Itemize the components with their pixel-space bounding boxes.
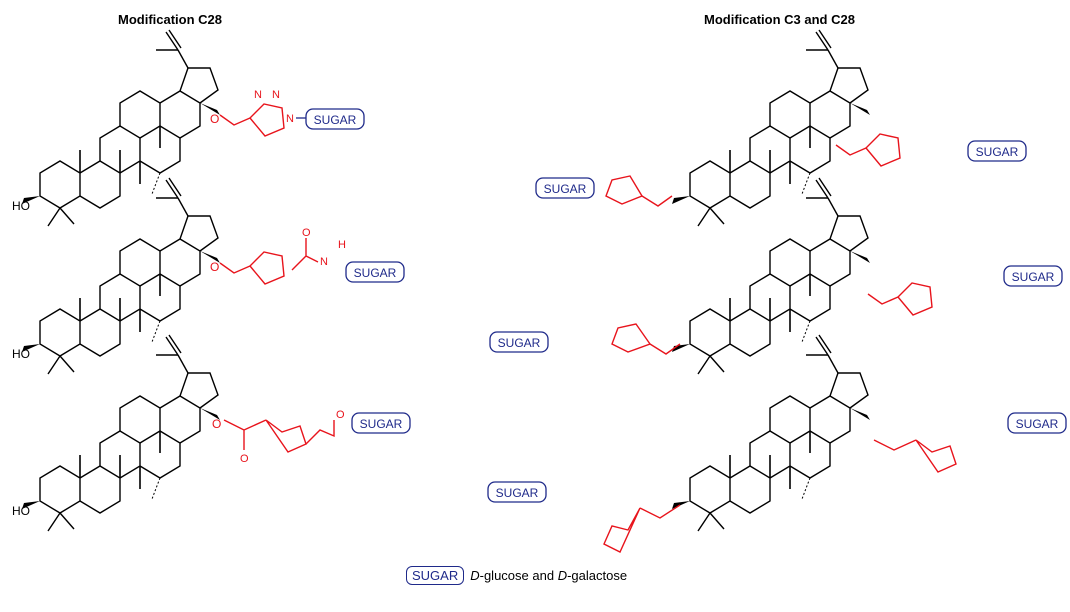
sugar-label: SUGAR: [976, 145, 1019, 159]
sugar-label: SUGAR: [498, 336, 541, 350]
oxygen-label: O: [212, 417, 221, 431]
legend-sugar-badge: SUGAR: [406, 566, 465, 585]
oxygen-label: O: [302, 227, 311, 239]
legend-italic-d: D: [557, 568, 568, 583]
nitrogen-label: N: [286, 113, 294, 125]
title-modification-c28: Modification C28: [118, 12, 223, 27]
nitrogen-label: N: [320, 256, 328, 268]
compound-left-1: HO O N N N SUGAR: [12, 29, 365, 227]
hydroxyl-label: HO: [12, 347, 30, 361]
sugar-label: SUGAR: [1016, 417, 1059, 431]
hydroxyl-label: HO: [12, 199, 30, 213]
hydrogen-label: H: [338, 239, 346, 251]
nitrogen-label: N: [254, 89, 262, 101]
compound-left-3: HO O O O SUGAR: [12, 334, 411, 532]
hydroxyl-label: HO: [12, 504, 30, 518]
legend-text-2: -galactose: [567, 568, 628, 583]
oxygen-label: O: [240, 453, 249, 465]
legend-text-1: -glucose and: [479, 568, 558, 583]
nitrogen-label: N: [272, 89, 280, 101]
sugar-label: SUGAR: [1012, 270, 1055, 284]
sugar-label: SUGAR: [354, 266, 397, 280]
compound-right-3: SUGAR SUGAR: [487, 334, 1067, 553]
sugar-label: SUGAR: [314, 113, 357, 127]
compound-left-2: HO O O N H SUGAR: [12, 177, 405, 375]
compound-right-2: SUGAR SUGAR: [489, 177, 1063, 375]
title-modification-c3-c28: Modification C3 and C28: [704, 12, 855, 27]
oxygen-label: O: [336, 409, 345, 421]
legend: SUGAR D-glucose and D-galactose: [406, 566, 627, 585]
oxygen-label: O: [210, 260, 219, 274]
legend-italic-d: D: [470, 568, 480, 583]
legend-text: D-glucose and D-galactose: [470, 568, 627, 583]
compound-right-1: SUGAR SUGAR: [535, 29, 1027, 227]
sugar-label: SUGAR: [544, 182, 587, 196]
oxygen-label: O: [210, 112, 219, 126]
sugar-label: SUGAR: [360, 417, 403, 431]
sugar-label: SUGAR: [496, 486, 539, 500]
